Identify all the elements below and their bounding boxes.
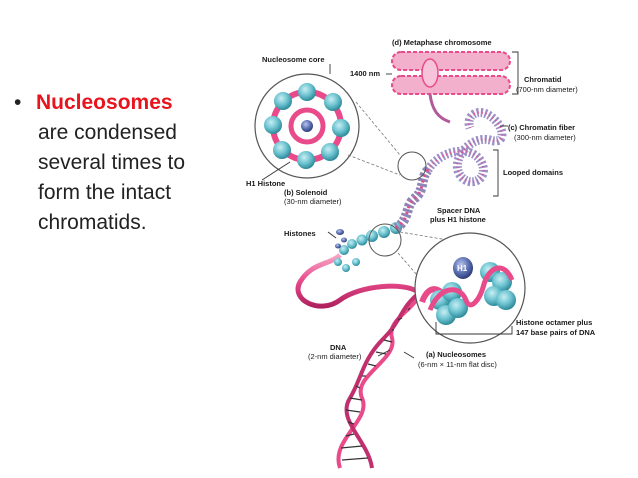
bullet-line-1: • Nucleosomes bbox=[14, 88, 244, 118]
label-spacer-dna-2: plus H1 histone bbox=[430, 215, 486, 224]
nucleosome-detail-inset bbox=[414, 232, 526, 344]
label-solenoid: (b) Solenoid bbox=[284, 188, 328, 197]
label-chromatid-diam: (700-nm diameter) bbox=[516, 85, 578, 94]
histones-free bbox=[335, 229, 347, 249]
metaphase-chromosome bbox=[391, 51, 511, 124]
label-octamer-1: Histone octamer plus bbox=[516, 318, 592, 327]
label-looped-domains: Looped domains bbox=[503, 168, 563, 177]
solenoid-fiber bbox=[393, 166, 432, 233]
chromatin-fiber bbox=[424, 108, 507, 187]
label-chromatin-diam: (300-nm diameter) bbox=[514, 133, 576, 142]
h1-badge: H1 bbox=[457, 264, 468, 273]
bullet-text-block: • Nucleosomes are condensed several times… bbox=[14, 88, 244, 238]
label-1400nm: 1400 nm bbox=[350, 69, 380, 78]
label-dna: DNA bbox=[330, 343, 347, 352]
label-nucleosome-core: Nucleosome core bbox=[262, 55, 325, 64]
label-chromatin-fiber: (c) Chromatin fiber bbox=[508, 123, 575, 132]
label-h1-histone: H1 Histone bbox=[246, 179, 285, 188]
label-spacer-dna: Spacer DNA bbox=[437, 206, 481, 215]
label-histones: Histones bbox=[284, 229, 316, 238]
label-solenoid-diam: (30-nm diameter) bbox=[284, 197, 342, 206]
nucleosome-core-inset bbox=[254, 73, 360, 179]
bullet-line-2: are condensed bbox=[38, 121, 177, 144]
zoom-circle-beads bbox=[368, 223, 402, 257]
dna-double-helix bbox=[336, 290, 422, 469]
bullet-line-5: chromatids. bbox=[38, 211, 147, 234]
label-octamer-2: 147 base pairs of DNA bbox=[516, 328, 596, 337]
dna-strand bbox=[295, 253, 420, 309]
label-nucleosomes-dim: (6-nm × 11-nm flat disc) bbox=[418, 360, 497, 369]
label-metaphase: (d) Metaphase chromosome bbox=[392, 38, 492, 47]
nucleosome-beads bbox=[334, 222, 402, 272]
zoom-circle-solenoid bbox=[397, 151, 427, 181]
label-nucleosomes: (a) Nucleosomes bbox=[426, 350, 486, 359]
bullet-dot: • bbox=[14, 91, 22, 114]
highlight-word: Nucleosomes bbox=[36, 91, 173, 114]
bullet-line-3: several times to bbox=[38, 151, 186, 174]
label-dna-diam: (2-nm diameter) bbox=[308, 352, 362, 361]
bullet-line-4: form the intact bbox=[38, 181, 172, 204]
label-chromatid: Chromatid bbox=[524, 75, 562, 84]
label-brackets bbox=[261, 51, 519, 359]
